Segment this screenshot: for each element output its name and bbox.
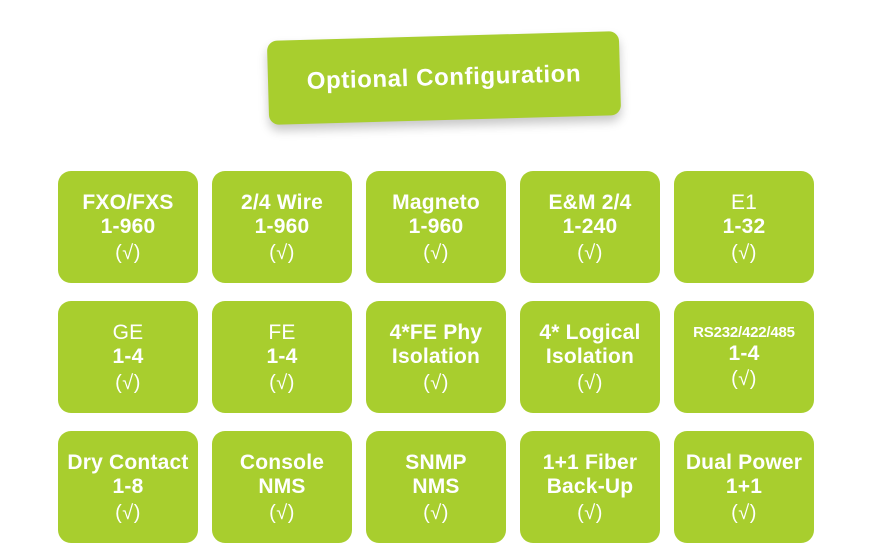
check-mark-icon: (√)	[577, 501, 603, 524]
config-card-title: Dual Power	[685, 451, 803, 475]
check-mark-icon: (√)	[731, 501, 757, 524]
config-card-range: NMS	[412, 475, 460, 498]
check-mark-icon: (√)	[423, 241, 449, 264]
check-mark-icon: (√)	[115, 241, 141, 264]
config-card-range: 1-32	[722, 215, 766, 238]
config-card-title: E1	[730, 191, 758, 215]
check-mark-icon: (√)	[731, 241, 757, 264]
config-card-title: Dry Contact	[67, 451, 189, 475]
optional-configuration-banner: Optional Configuration	[266, 31, 622, 125]
config-card-title: SNMP	[405, 451, 467, 475]
config-card-range: 1-4	[728, 341, 760, 365]
config-card-title: E&M 2/4	[548, 191, 632, 215]
config-card-title: 1+1 Fiber	[542, 451, 638, 475]
config-card-title: 4*FE Phy	[389, 321, 483, 345]
config-card-title: 2/4 Wire	[241, 191, 323, 215]
check-mark-icon: (√)	[731, 368, 757, 391]
config-card-title: FE	[268, 321, 296, 345]
config-card-range: 1-8	[112, 475, 144, 498]
config-card-range: 1+1	[725, 475, 763, 498]
config-card-range: 1-960	[254, 215, 310, 238]
config-card-title: Console	[239, 451, 325, 475]
check-mark-icon: (√)	[423, 371, 449, 394]
config-card-title: RS232/422/485	[693, 323, 795, 341]
check-mark-icon: (√)	[269, 241, 295, 264]
config-card-range: 1-960	[100, 215, 156, 238]
banner-title: Optional Configuration	[306, 60, 582, 95]
config-card-range: 1-240	[562, 215, 618, 238]
config-card-range: 1-4	[112, 345, 144, 368]
check-mark-icon: (√)	[577, 371, 603, 394]
config-card-title: FXO/FXS	[82, 191, 174, 215]
config-card-range: 1-4	[266, 345, 298, 368]
config-card-range: Isolation	[545, 345, 635, 368]
config-card-title: GE	[112, 321, 144, 345]
config-card-range: Isolation	[391, 345, 481, 368]
config-card-title: Magneto	[392, 191, 480, 215]
config-card-range: NMS	[258, 475, 306, 498]
check-mark-icon: (√)	[577, 241, 603, 264]
check-mark-icon: (√)	[423, 501, 449, 524]
check-mark-icon: (√)	[269, 371, 295, 394]
config-card-title: 4* Logical	[539, 321, 641, 345]
check-mark-icon: (√)	[269, 501, 295, 524]
check-mark-icon: (√)	[115, 501, 141, 524]
check-mark-icon: (√)	[115, 371, 141, 394]
config-card-range: 1-960	[408, 215, 464, 238]
config-card-range: Back-Up	[546, 475, 634, 498]
